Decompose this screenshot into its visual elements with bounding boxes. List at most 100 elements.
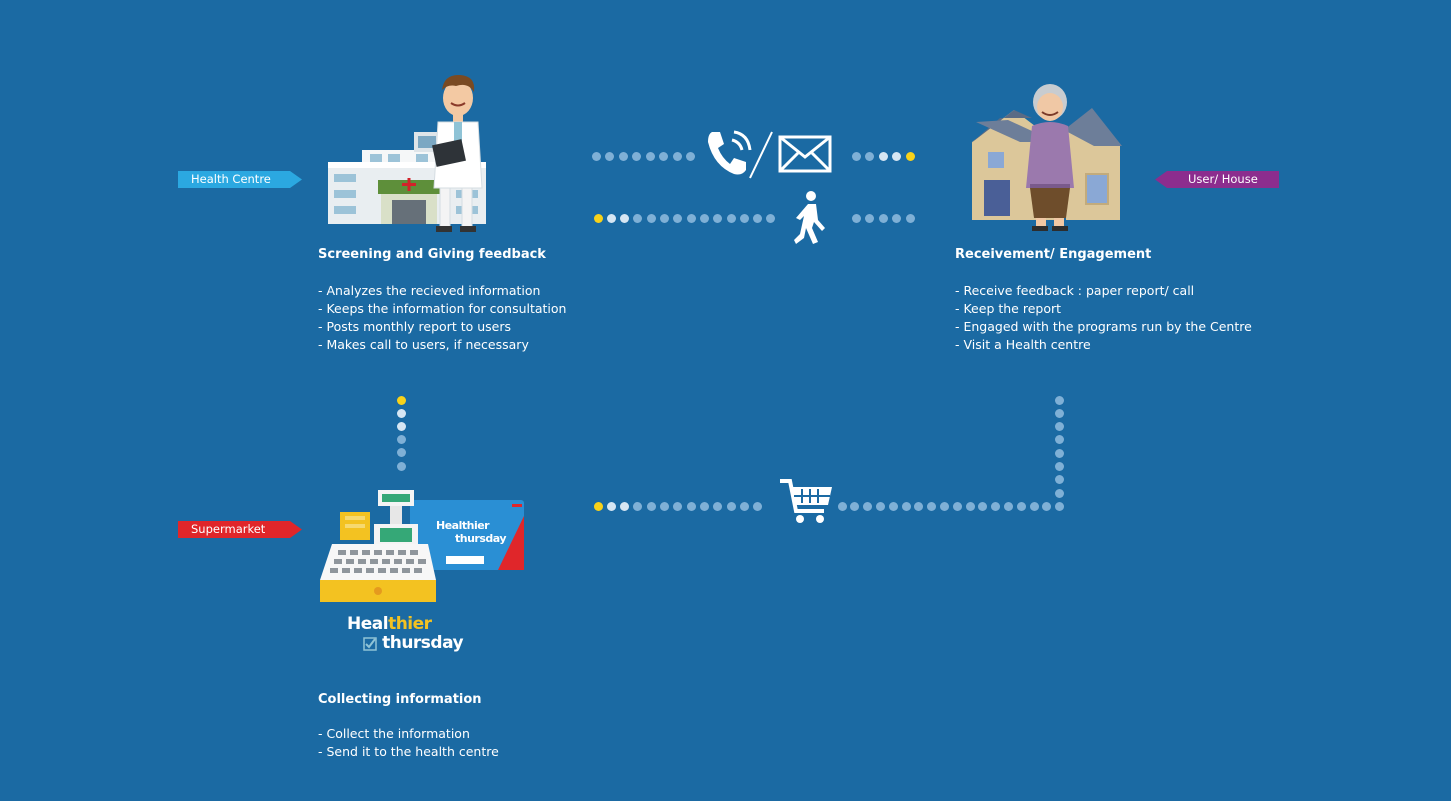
connector-dot <box>766 213 776 223</box>
connector-dot <box>851 151 861 161</box>
connector-dot <box>739 501 749 511</box>
connector-dot <box>632 151 641 161</box>
connector-dot <box>1029 501 1039 511</box>
health-centre-illustration <box>328 74 486 232</box>
connector-dot <box>659 151 668 161</box>
connector-dot <box>396 448 406 458</box>
card-logo-line1: Healthier <box>436 519 490 532</box>
connector-dot <box>672 151 682 161</box>
connector-dot <box>646 501 656 511</box>
connector-dot <box>739 213 749 223</box>
connector-dot <box>1003 501 1013 511</box>
connector-dot <box>713 213 723 223</box>
connector-dot <box>633 213 643 223</box>
connector-dot <box>863 501 873 511</box>
list-item: - Analyzes the recieved information <box>318 283 541 298</box>
card-logo-line2: thursday <box>455 532 507 545</box>
connector-dot <box>1054 475 1064 485</box>
connector-dot <box>837 501 847 511</box>
connector-dot <box>991 501 1001 511</box>
cash-register-illustration <box>320 490 436 602</box>
healthier-thursday-logo: Healthier <box>347 614 432 634</box>
connector-dot <box>1055 501 1065 511</box>
connector-dot <box>939 501 949 511</box>
connector-dot-yellow <box>905 151 915 161</box>
logo-line2: thursday <box>382 633 464 653</box>
connector-dot <box>1054 395 1064 405</box>
connector-dot <box>606 213 616 223</box>
connector-dot <box>620 501 630 511</box>
connector-dot-yellow <box>593 501 603 511</box>
health-centre-heading: Screening and Giving feedback <box>318 247 546 262</box>
connector-dot <box>1054 422 1064 432</box>
connector-dot <box>645 151 655 161</box>
list-item: - Send it to the health centre <box>318 744 499 759</box>
loyalty-card-illustration <box>410 500 524 570</box>
supermarket-tag: Supermarket <box>178 521 302 538</box>
connector-dot <box>914 501 924 511</box>
connector-dot <box>646 213 656 223</box>
health-centre-list: - Analyzes the recieved information - Ke… <box>318 282 566 354</box>
shopping-cart-icon <box>780 479 832 523</box>
list-item: - Posts monthly report to users <box>318 319 511 334</box>
connector-dot <box>978 501 988 511</box>
connector-dot <box>753 501 763 511</box>
supermarket-list: - Collect the information - Send it to t… <box>318 725 499 761</box>
doctor-illustration <box>432 74 483 232</box>
connector-dot-yellow <box>396 395 406 405</box>
connector-dot <box>591 151 601 161</box>
connector-dot <box>699 213 709 223</box>
connector-dot <box>850 501 860 511</box>
connector-dot <box>927 501 937 511</box>
list-item: - Receive feedback : paper report/ call <box>955 283 1195 298</box>
logo-line1-b: thier <box>388 614 432 634</box>
connector-dot <box>673 501 683 511</box>
connector-dot <box>753 213 763 223</box>
connector-dot <box>726 213 736 223</box>
connector-dot <box>851 213 861 223</box>
elderly-woman-illustration <box>1026 84 1074 231</box>
connector-dot <box>892 151 901 161</box>
connector-dot <box>905 213 915 223</box>
list-item: - Engaged with the programs run by the C… <box>955 319 1252 334</box>
connector-dot <box>618 151 628 161</box>
user-house-list: - Receive feedback : paper report/ call … <box>955 282 1252 354</box>
list-item: - Visit a Health centre <box>955 337 1091 352</box>
phone-icon <box>708 130 752 175</box>
connector-dot <box>699 501 709 511</box>
connector-dot-yellow <box>593 213 603 223</box>
connector-dot <box>1054 448 1064 458</box>
connector-dot <box>892 213 901 223</box>
connector-dot <box>875 501 885 511</box>
connector-dot <box>901 501 911 511</box>
connector-dot <box>396 421 406 431</box>
connector-dot <box>686 213 696 223</box>
supermarket-illustration <box>320 490 524 602</box>
mail-icon <box>778 135 832 173</box>
connector-dot <box>686 501 696 511</box>
connector-dot <box>726 501 736 511</box>
connector-dot <box>965 501 975 511</box>
connector-dot <box>865 151 874 161</box>
connector-dot <box>396 408 406 418</box>
connector-dot <box>1016 501 1026 511</box>
connector-dot <box>673 213 683 223</box>
user-house-heading: Receivement/ Engagement <box>955 247 1152 262</box>
user-house-tag: User/ House <box>1155 171 1279 188</box>
connector-dot <box>878 151 888 161</box>
logo-line1-a: Heal <box>347 614 389 634</box>
connector-dot <box>878 213 888 223</box>
connector-dot <box>633 501 643 511</box>
health-centre-tag: Health Centre <box>178 171 302 188</box>
walking-person-icon <box>794 191 825 244</box>
connector-dot <box>1042 501 1052 511</box>
connector-dot <box>620 213 630 223</box>
user-house-illustration <box>970 84 1122 231</box>
list-item: - Collect the information <box>318 726 470 741</box>
connector-dot <box>888 501 898 511</box>
supermarket-heading: Collecting information <box>318 692 482 707</box>
connector-dot <box>1054 435 1064 445</box>
connector-dot <box>396 461 406 471</box>
list-item: - Keeps the information for consultation <box>318 301 567 316</box>
list-item: - Makes call to users, if necessary <box>318 337 529 352</box>
